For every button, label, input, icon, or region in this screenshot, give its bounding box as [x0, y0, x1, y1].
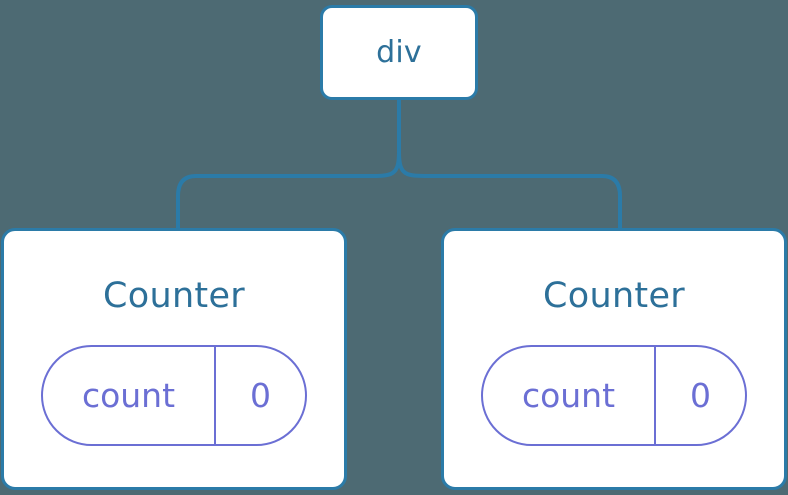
state-pill-left-value: 0	[216, 347, 305, 444]
state-pill-left[interactable]: count 0	[41, 345, 307, 446]
state-pill-left-key: count	[43, 347, 216, 444]
edge-to-counter-left	[176, 150, 401, 230]
state-pill-right-key: count	[483, 347, 656, 444]
state-pill-right[interactable]: count 0	[481, 345, 747, 446]
state-key-label: count	[521, 376, 616, 415]
state-pill-right-value: 0	[656, 347, 745, 444]
state-value-label: 0	[690, 376, 711, 415]
node-div[interactable]: div	[320, 5, 478, 100]
node-div-label: div	[376, 34, 422, 70]
node-counter-right-title: Counter	[543, 276, 685, 316]
node-counter-left[interactable]: Counter count 0	[1, 228, 347, 490]
state-key-label: count	[81, 376, 176, 415]
node-counter-right[interactable]: Counter count 0	[441, 228, 787, 490]
edge-to-counter-right	[397, 150, 622, 230]
state-value-label: 0	[250, 376, 271, 415]
node-counter-left-title: Counter	[103, 276, 245, 316]
